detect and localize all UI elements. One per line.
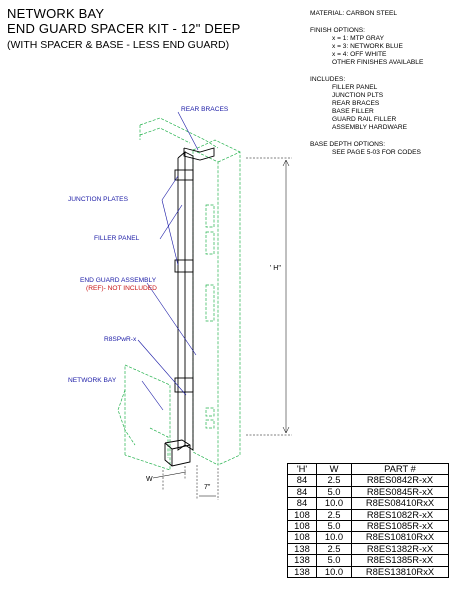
cell-width: 10.0	[316, 497, 352, 510]
finish-heading: FINISH OPTIONS:	[310, 27, 365, 34]
cell-height: 138	[287, 542, 317, 556]
kit-parts	[164, 147, 215, 467]
cell-height: 84	[287, 474, 317, 487]
cell-width: 10.0	[316, 531, 352, 544]
cell-width: 2.5	[316, 508, 352, 522]
cell-part: R8ES08410RxX	[351, 497, 449, 510]
cell-height: 84	[287, 497, 317, 510]
dimension-width-label: W	[146, 476, 153, 483]
cell-part: R8ES1085R-xX	[351, 520, 449, 533]
cell-part: R8ES10810RxX	[351, 531, 449, 544]
callout-end-guard-ref: (REF)- NOT INCLUDED	[86, 285, 157, 292]
title-line-1: NETWORK BAY	[7, 6, 105, 21]
callout-filler-panel: FILLER PANEL	[94, 235, 140, 242]
callout-network-bay: NETWORK BAY	[68, 377, 117, 384]
cell-part: R8ES1082R-xX	[351, 508, 449, 522]
cell-part: R8ES0842R-xX	[351, 474, 449, 487]
cell-height: 108	[287, 520, 317, 533]
finish-item: x = 3: NETWORK BLUE	[332, 43, 403, 50]
column-header-height: 'H'	[287, 462, 317, 476]
cell-part: R8ES1385R-xX	[351, 554, 449, 567]
base-depth-item: SEE PAGE 5-03 FOR CODES	[332, 149, 421, 156]
callout-rear-braces: REAR BRACES	[181, 106, 229, 113]
cell-width: 2.5	[316, 474, 352, 487]
column-header-part: PART #	[351, 462, 449, 476]
includes-item: JUNCTION PLTS	[332, 92, 384, 99]
cell-width: 5.0	[316, 485, 352, 499]
includes-item: ASSEMBLY HARDWARE	[332, 124, 407, 131]
cell-height: 138	[287, 554, 317, 567]
includes-heading: INCLUDES:	[310, 76, 346, 83]
leader-lines	[137, 111, 199, 411]
cell-part: R8ES1382R-xX	[351, 542, 449, 556]
table-header-row: 'H' W PART #	[287, 462, 449, 476]
cell-part: R8ES0845R-xX	[351, 485, 449, 499]
cell-part: R8ES13810RxX	[351, 565, 449, 579]
base-depth-heading: BASE DEPTH OPTIONS:	[310, 141, 386, 148]
material-text: MATERIAL: CARBON STEEL	[310, 10, 398, 17]
dimension-height-label: ' H"	[270, 265, 281, 272]
finish-item: x = 4: OFF WHITE	[332, 51, 387, 58]
cell-height: 84	[287, 485, 317, 499]
cell-width: 10.0	[316, 565, 352, 579]
includes-item: BASE FILLER	[332, 108, 374, 115]
callout-junction-plates: JUNCTION PLATES	[68, 196, 128, 203]
column-header-width: W	[316, 462, 352, 476]
includes-item: REAR BRACES	[332, 100, 380, 107]
dimension-lines	[152, 157, 292, 500]
finish-item: x = 1: MTP GRAY	[332, 35, 384, 42]
includes-item: FILLER PANEL	[332, 84, 378, 91]
cell-height: 108	[287, 531, 317, 544]
cell-height: 108	[287, 508, 317, 522]
cell-width: 2.5	[316, 542, 352, 556]
includes-item: GUARD RAIL FILLER	[332, 116, 397, 123]
cell-width: 5.0	[316, 554, 352, 567]
finish-item: OTHER FINISHES AVAILABLE	[332, 59, 424, 66]
callout-r8spwr: R8SPwR-x	[104, 336, 137, 343]
callout-end-guard-assembly: END GUARD ASSEMBLY	[80, 277, 157, 284]
specs-block: MATERIAL: CARBON STEEL FINISH OPTIONS: x…	[310, 10, 450, 157]
title-line-2: END GUARD SPACER KIT - 12" DEEP	[7, 21, 241, 36]
reference-geometry	[117, 117, 241, 471]
dimension-depth-label: 7"	[204, 484, 211, 491]
title-line-3: (WITH SPACER & BASE - LESS END GUARD)	[7, 39, 230, 51]
cell-width: 5.0	[316, 520, 352, 533]
cell-height: 138	[287, 565, 317, 579]
